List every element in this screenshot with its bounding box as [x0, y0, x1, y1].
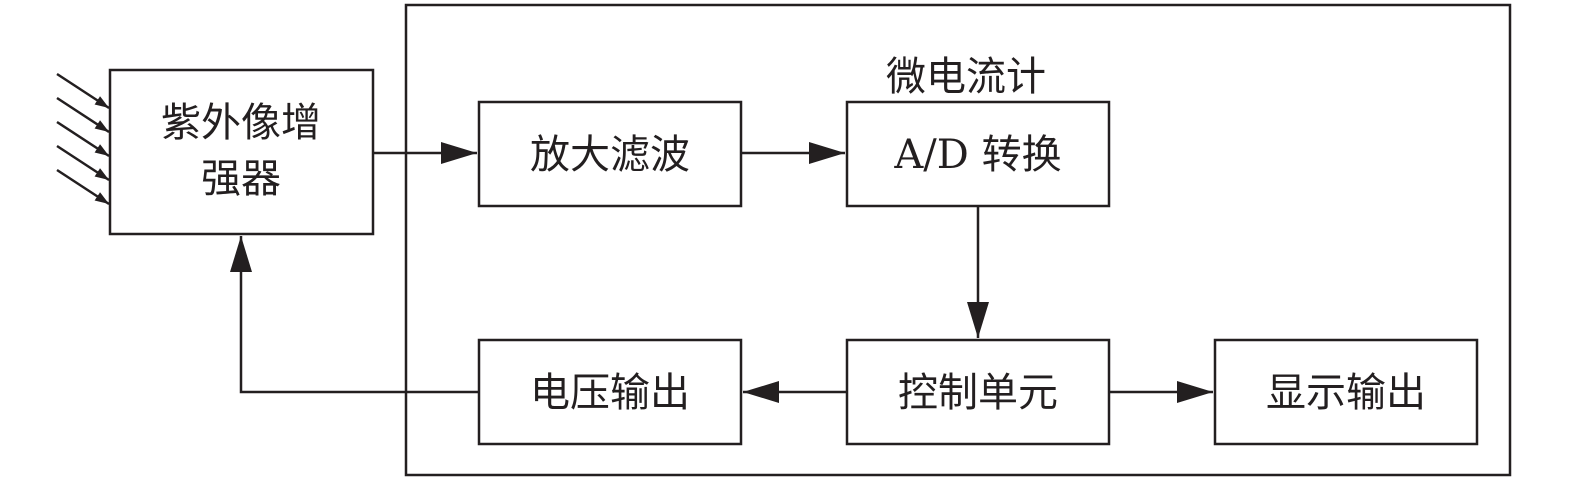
frame-border [404, 3, 1512, 477]
node-ad-converter-box [845, 100, 1111, 208]
incident-ray [56, 72, 110, 110]
node-control-unit: 控制单元 [845, 338, 1111, 446]
incident-ray [56, 144, 110, 182]
node-voltage-output: 电压输出 [477, 338, 743, 446]
node-ad-converter: A/D 转换 [845, 100, 1111, 208]
incident-ray [56, 168, 110, 206]
node-control-unit-label: 控制单元 [898, 370, 1058, 416]
node-display-output: 显示输出 [1213, 338, 1479, 446]
node-uv-intensifier-box [108, 68, 375, 236]
node-voltage-output-box [477, 338, 743, 446]
frame-label: 微电流计 [886, 54, 1046, 100]
node-amplifier-filter-label: 放大滤波 [530, 132, 690, 178]
edges [230, 142, 1213, 403]
edge-voltage-to-intensifier [230, 236, 479, 394]
node-uv-intensifier: 紫外像增 强器 [108, 68, 375, 236]
incident-rays [56, 72, 110, 206]
node-uv-intensifier-label-line2: 强器 [201, 156, 281, 202]
node-amplifier-filter-box [477, 100, 743, 208]
node-display-output-box [1213, 338, 1479, 446]
node-uv-intensifier-label-line1: 紫外像增 [161, 100, 321, 146]
node-voltage-output-label: 电压输出 [530, 370, 690, 416]
node-display-output-label: 显示输出 [1266, 370, 1426, 416]
incident-ray [56, 96, 110, 134]
node-ad-converter-label: A/D 转换 [893, 132, 1061, 178]
incident-ray [56, 120, 110, 158]
node-amplifier-filter: 放大滤波 [477, 100, 743, 208]
micro-current-meter-frame: 微电流计 [404, 3, 1512, 477]
